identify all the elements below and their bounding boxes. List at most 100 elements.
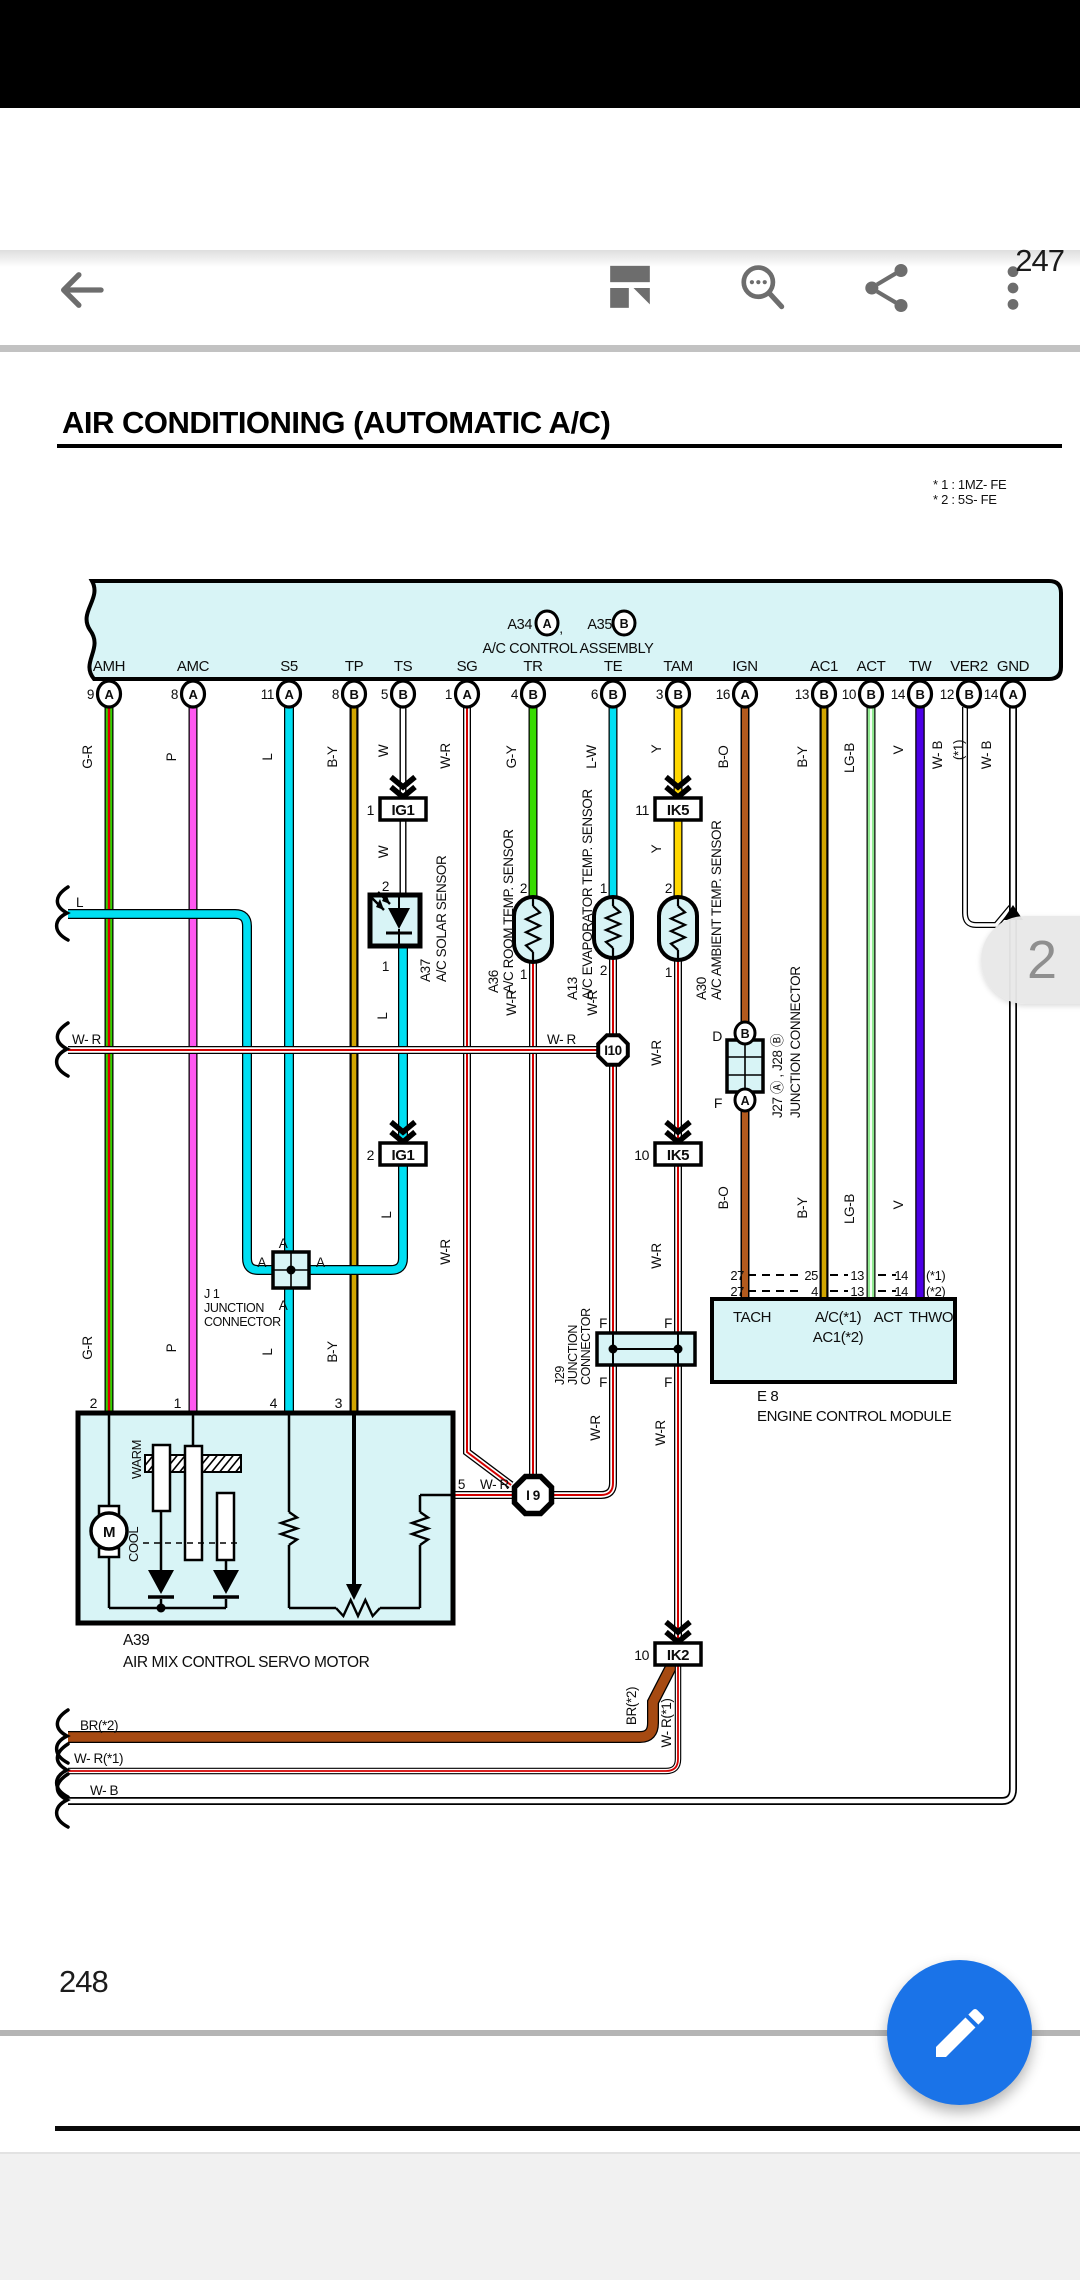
toolbar-shadow (0, 250, 1080, 267)
svg-text:CONNECTOR: CONNECTOR (204, 1315, 281, 1329)
svg-text:IK5: IK5 (667, 1147, 689, 1164)
svg-text:B: B (820, 687, 829, 702)
toolbar (0, 108, 1080, 313)
svg-text:TW: TW (909, 658, 933, 675)
svg-text:G-Y: G-Y (504, 745, 519, 768)
svg-text:8: 8 (171, 687, 178, 702)
svg-text:2: 2 (382, 879, 389, 894)
title-underline (57, 444, 1062, 448)
svg-text:I 9: I 9 (526, 1488, 540, 1503)
svg-text:V: V (891, 745, 906, 754)
svg-text:Y: Y (649, 744, 664, 753)
svg-text:27: 27 (730, 1268, 744, 1283)
svg-text:27: 27 (730, 1284, 744, 1299)
svg-text:1: 1 (382, 959, 389, 974)
svg-text:W- R: W- R (72, 1032, 102, 1047)
svg-text:13: 13 (850, 1284, 864, 1299)
svg-text:2: 2 (520, 881, 527, 896)
back-arrow-icon (60, 272, 104, 308)
junction-connector-j1 (271, 1250, 311, 1290)
note-line: * 1 : 1MZ- FE (933, 477, 1007, 492)
svg-text:3: 3 (335, 1395, 343, 1411)
svg-text:WARM: WARM (129, 1440, 144, 1479)
svg-text:B: B (350, 687, 359, 702)
share-button[interactable] (859, 260, 915, 316)
svg-text:B: B (741, 1027, 750, 1041)
svg-text:B: B (529, 687, 538, 702)
svg-text:F: F (714, 1095, 722, 1111)
svg-text:12: 12 (940, 687, 954, 702)
scroll-bubble-page-number: 2 (1027, 930, 1058, 990)
svg-text:11: 11 (261, 687, 274, 702)
current-page-number: 248 (59, 1964, 109, 1999)
svg-text:14: 14 (891, 687, 906, 702)
svg-text:J29: J29 (553, 1366, 567, 1385)
svg-text:A: A (279, 1298, 288, 1313)
svg-text:IK2: IK2 (667, 1647, 689, 1664)
scroll-position-bubble[interactable]: 2 (981, 916, 1080, 1004)
svg-text:W-R: W-R (649, 1243, 664, 1269)
svg-text:AMH: AMH (93, 658, 125, 675)
overflow-menu-button[interactable] (985, 260, 1041, 316)
svg-text:IG1: IG1 (392, 1147, 415, 1164)
svg-text:W- B: W- B (979, 741, 994, 770)
svg-text:5: 5 (458, 1477, 465, 1492)
svg-text:M: M (103, 1524, 115, 1541)
reader-mode-button[interactable] (602, 260, 658, 316)
svg-text:A37: A37 (418, 959, 433, 982)
back-button[interactable] (52, 262, 108, 318)
svg-text:6: 6 (591, 687, 598, 702)
svg-text:P: P (164, 1343, 179, 1352)
svg-text:(*1): (*1) (926, 1268, 945, 1283)
edit-fab-button[interactable] (887, 1960, 1032, 2105)
svg-text:W- R(*1): W- R(*1) (659, 1698, 674, 1747)
svg-text:W- R: W- R (480, 1477, 510, 1492)
svg-text:10: 10 (842, 687, 856, 702)
next-page-top-rule (55, 2126, 1080, 2131)
sensor-a36 (512, 895, 554, 964)
svg-text:TAM: TAM (663, 658, 692, 675)
svg-text:AC1(*2): AC1(*2) (813, 1329, 864, 1346)
svg-text:4: 4 (811, 1284, 818, 1299)
svg-text:ACT: ACT (857, 658, 886, 675)
svg-text:F: F (664, 1316, 672, 1331)
svg-text:10: 10 (634, 1147, 649, 1163)
svg-text:A/C EVAPORATOR TEMP. SENSOR: A/C EVAPORATOR TEMP. SENSOR (580, 789, 595, 1000)
svg-text:TS: TS (394, 658, 413, 675)
svg-text:A/C CONTROL ASSEMBLY: A/C CONTROL ASSEMBLY (483, 641, 655, 657)
svg-text:GND: GND (997, 658, 1030, 675)
svg-text:16: 16 (716, 687, 730, 702)
svg-text:W-R: W-R (653, 1420, 668, 1446)
continuation-marks (54, 885, 71, 1829)
svg-text:L-W: L-W (584, 745, 599, 769)
svg-text:B: B (609, 687, 618, 702)
svg-text:B: B (867, 687, 876, 702)
svg-text:IGN: IGN (732, 658, 757, 675)
svg-text:TR: TR (523, 658, 543, 675)
note-line: * 2 : 5S- FE (933, 492, 997, 507)
svg-text:W: W (376, 845, 391, 858)
svg-text:B: B (620, 617, 629, 631)
svg-text:F: F (664, 1375, 672, 1390)
svg-text:LG-B: LG-B (842, 1194, 857, 1224)
svg-text:3: 3 (656, 687, 663, 702)
search-button[interactable] (735, 260, 791, 316)
svg-text:G-R: G-R (80, 745, 95, 769)
svg-text:14: 14 (894, 1268, 908, 1283)
reader-mode-icon (610, 265, 650, 308)
svg-text:4: 4 (270, 1395, 278, 1411)
svg-text:A/C AMBIENT TEMP. SENSOR: A/C AMBIENT TEMP. SENSOR (709, 820, 724, 1000)
svg-text:A: A (741, 1094, 750, 1108)
svg-text:B: B (916, 687, 925, 702)
svg-text:A/C SOLAR SENSOR: A/C SOLAR SENSOR (434, 855, 449, 982)
svg-text:VER2: VER2 (950, 658, 988, 675)
solar-sensor-a37 (367, 891, 423, 949)
svg-text:B: B (399, 687, 408, 702)
svg-text:THWO: THWO (909, 1309, 953, 1326)
svg-text:L: L (379, 1211, 394, 1219)
svg-text:SG: SG (457, 658, 478, 675)
svg-text:L: L (375, 1012, 390, 1020)
svg-text:B: B (965, 687, 974, 702)
svg-text:1: 1 (367, 802, 375, 818)
assembly-pins: AMHA9AMCA8S5A11TPB8TSB5SGA1TRB4TEB6TAMB3… (87, 658, 1030, 709)
